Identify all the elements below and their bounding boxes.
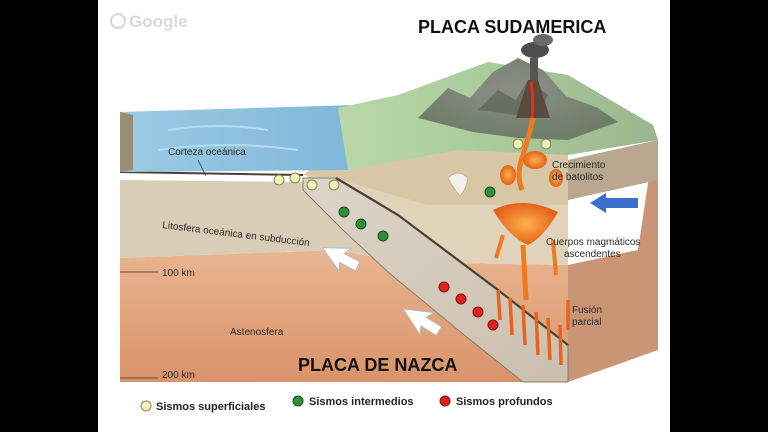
label-oceanic-crust: Corteza oceánica xyxy=(168,147,246,158)
wave-streak xyxy=(167,125,269,131)
intermediate-quake-dot xyxy=(338,206,350,218)
batholith xyxy=(447,172,469,197)
title-south-american-plate: PLACA SUDAMERICA xyxy=(418,17,606,37)
magma-conduit xyxy=(520,244,529,301)
wave-streak xyxy=(157,144,299,151)
subduction-diagram: Google xyxy=(109,12,658,413)
label-melt-line1: Fusión xyxy=(572,305,602,316)
magma-body xyxy=(523,151,547,169)
shallow-quake-dot xyxy=(512,138,524,150)
deep-quake-dot xyxy=(438,281,450,293)
google-watermark: Google xyxy=(109,12,188,31)
intermediate-quake-dot xyxy=(484,186,496,198)
intermediate-quake-dot xyxy=(377,230,389,242)
ocean-surface xyxy=(120,105,356,172)
slide-frame: Google xyxy=(98,0,670,432)
deep-quake-dot xyxy=(455,293,467,305)
magma-body xyxy=(500,165,516,185)
label-magma-line1: Cuerpos magmáticos xyxy=(546,237,640,248)
ash-plume xyxy=(521,42,549,58)
label-asthenosphere: Astenosfera xyxy=(230,327,284,338)
label-magma-line2: ascendentes xyxy=(564,249,621,260)
oceanic-lithosphere xyxy=(120,180,398,262)
magma-conduit xyxy=(494,234,505,259)
ash-column xyxy=(530,58,538,80)
quakes-shallow xyxy=(273,138,552,191)
deep-quake-dot xyxy=(472,306,484,318)
quakes-deep xyxy=(438,281,499,331)
partial-melt-droplets xyxy=(496,289,563,366)
continent-motion-arrow xyxy=(590,193,638,213)
ash-plume xyxy=(533,34,553,46)
slab-motion-arrow xyxy=(402,308,443,337)
label-depth-100: 100 km xyxy=(162,268,195,279)
block-side-upper xyxy=(568,140,658,200)
slab-motion-arrow xyxy=(321,247,361,273)
magma-body xyxy=(549,169,563,187)
magma-chamber xyxy=(493,202,558,245)
deep-quake-dot xyxy=(487,319,499,331)
shallow-quake-dot xyxy=(328,179,340,191)
legend: Sismos superficiales Sismos intermedios … xyxy=(140,395,553,413)
slab-upper-edge xyxy=(335,177,569,346)
legend-intermediate-label: Sismos intermedios xyxy=(309,396,414,408)
legend-shallow-icon xyxy=(140,400,152,412)
watermark-text: Google xyxy=(129,12,188,31)
legend-intermediate-icon xyxy=(292,395,304,407)
quakes-intermediate xyxy=(338,186,496,242)
shallow-quake-dot xyxy=(289,172,301,184)
label-batholith-line1: Crecimiento xyxy=(552,160,606,171)
intermediate-quake-dot xyxy=(355,218,367,230)
label-depth-200: 200 km xyxy=(162,370,195,381)
lava-flow xyxy=(529,81,535,119)
shallow-quake-dot xyxy=(306,179,318,191)
oceanic-crust-line xyxy=(119,171,304,176)
label-melt-line2: parcial xyxy=(572,317,601,328)
title-nazca-plate: PLACA DE NAZCA xyxy=(298,355,457,375)
shallow-quake-dot xyxy=(540,138,552,150)
shallow-quake-dot xyxy=(273,174,285,186)
block-side-face xyxy=(568,140,658,382)
watermark-quote-icon xyxy=(109,12,127,30)
label-batholith-line2: de batolitos xyxy=(552,172,603,183)
magma-conduit xyxy=(516,117,536,191)
legend-deep-label: Sismos profundos xyxy=(456,396,553,408)
legend-deep-icon xyxy=(439,395,451,407)
legend-shallow-label: Sismos superficiales xyxy=(156,401,265,413)
magma-conduit xyxy=(551,239,558,276)
label-leader-line xyxy=(197,159,207,177)
ocean-left-edge xyxy=(120,112,133,172)
